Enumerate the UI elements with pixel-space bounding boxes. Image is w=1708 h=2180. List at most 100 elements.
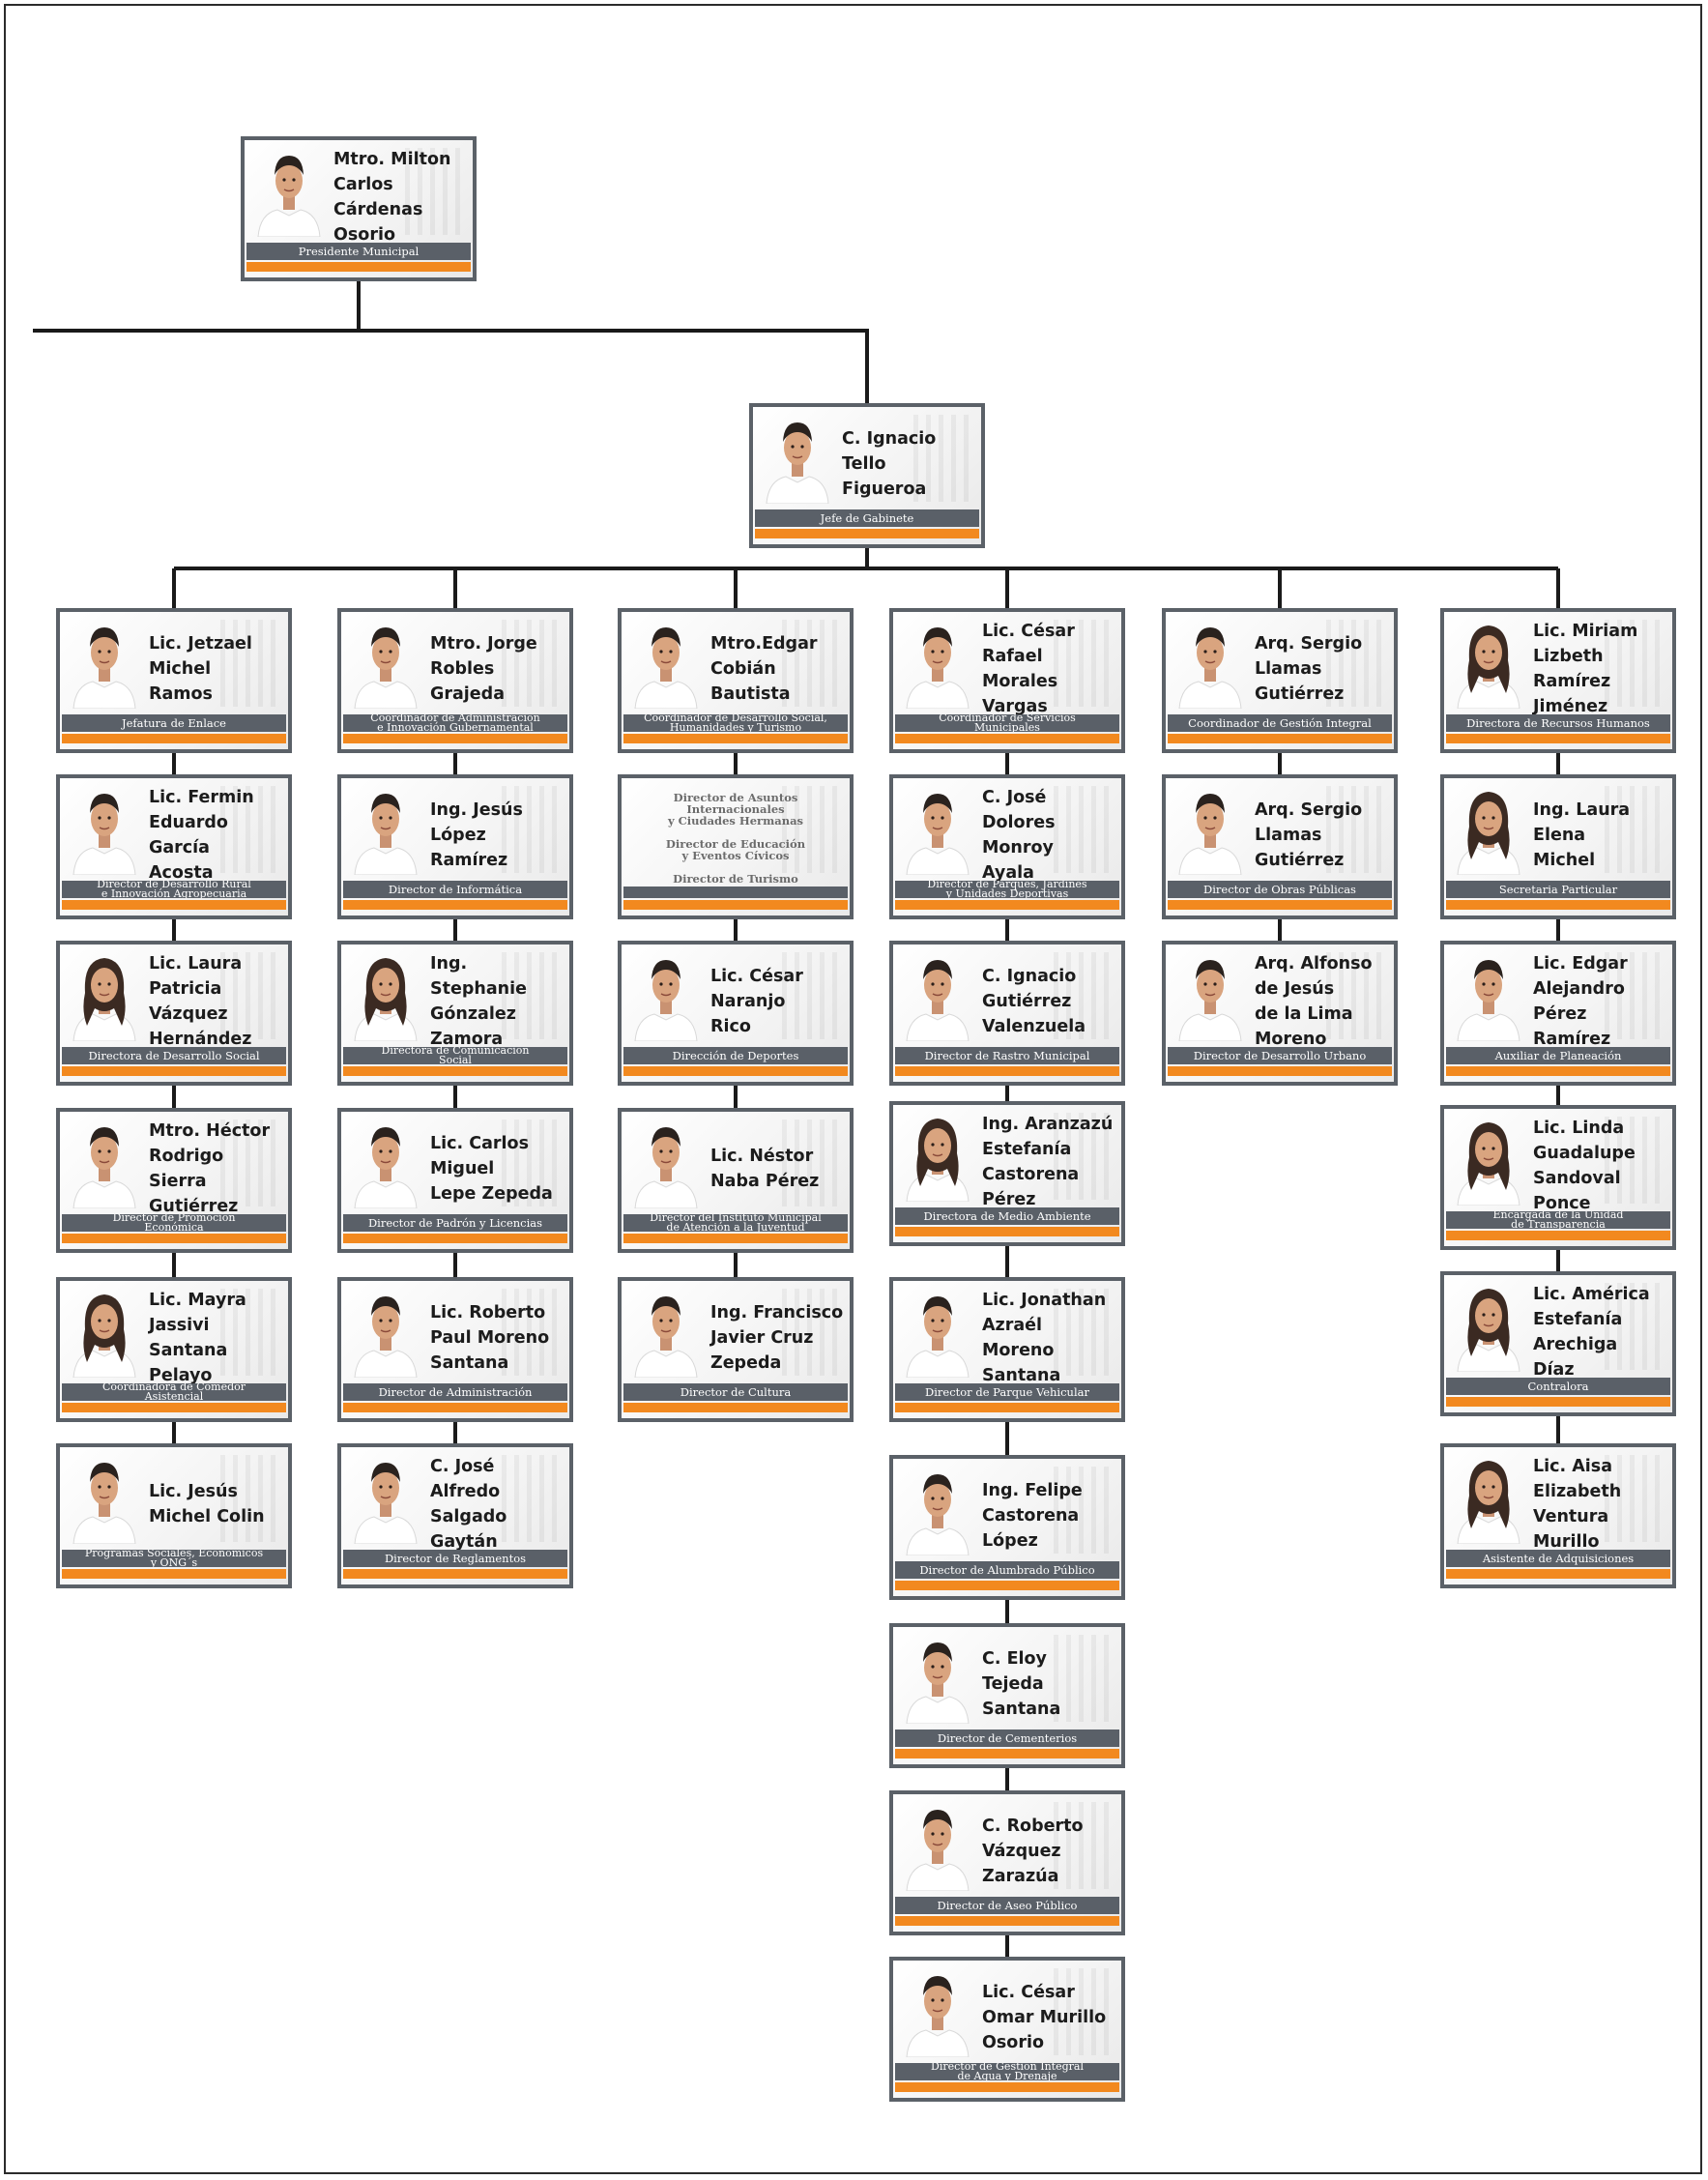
person-name: Lic. César Rafael Morales Vargas xyxy=(982,622,1075,716)
role-title: Asistente de Adquisiciones xyxy=(1446,1550,1670,1567)
portrait-photo xyxy=(1454,784,1523,875)
role-title: Director de Cementerios xyxy=(895,1729,1119,1747)
portrait-photo xyxy=(631,950,701,1041)
portrait-photo xyxy=(1454,1453,1523,1544)
accent-bar xyxy=(62,1403,286,1412)
person-name: Lic. Carlos Miguel Lepe Zepeda xyxy=(430,1134,553,1204)
role-title: Director de Desarrollo Rural e Innovació… xyxy=(62,881,286,898)
person-name: C. José Alfredo Salgado Gaytán xyxy=(430,1457,507,1552)
role-title: Director de Promoción Económica xyxy=(62,1214,286,1232)
role-title: Director de Desarrollo Urbano xyxy=(1168,1047,1392,1064)
portrait-photo xyxy=(351,618,420,709)
accent-bar xyxy=(1446,1231,1670,1240)
accent-bar xyxy=(895,1916,1119,1926)
role-title: Auxiliar de Planeación xyxy=(1446,1047,1670,1064)
person-name: Ing. Jesús López Ramírez xyxy=(430,800,523,870)
accent-bar xyxy=(895,1227,1119,1236)
card-role-list: Director de Asuntos Internacionales y Ci… xyxy=(625,791,846,885)
portrait-photo xyxy=(1175,950,1245,1041)
org-card-text-only: Director de Asuntos Internacionales y Ci… xyxy=(618,774,854,919)
role-title: Coordinador de Gestión Integral xyxy=(1168,714,1392,732)
person-name: Arq. Sergio Llamas Gutiérrez xyxy=(1255,800,1363,870)
role-title: Jefatura de Enlace xyxy=(62,714,286,732)
person-name: Lic. Fermin Eduardo García Acosta xyxy=(149,788,254,883)
portrait-photo xyxy=(70,1453,139,1544)
person-name: Mtro. Milton Carlos Cárdenas Osorio xyxy=(333,150,451,245)
person-name: Mtro. Jorge Robles Grajeda xyxy=(430,634,537,704)
role-title: Coordinador de Desarrollo Social, Humani… xyxy=(623,714,848,732)
portrait-photo xyxy=(903,1800,972,1891)
person-name: Ing. Francisco Javier Cruz Zepeda xyxy=(710,1303,844,1373)
person-name: C. Ignacio Gutiérrez Valenzuela xyxy=(982,967,1086,1036)
page-frame xyxy=(4,4,1702,2174)
portrait-photo xyxy=(351,950,420,1041)
role-title: Directora de Comunicación Social xyxy=(343,1047,567,1064)
portrait-photo xyxy=(903,1966,972,2057)
portrait-photo xyxy=(1454,618,1523,709)
person-name: Lic. Jonathan Azraél Moreno Santana xyxy=(982,1291,1107,1385)
role-title: Director de Cultura xyxy=(623,1383,848,1401)
person-name: C. Roberto Vázquez Zarazúa xyxy=(982,1817,1084,1886)
accent-bar xyxy=(343,1234,567,1243)
person-name: Lic. Néstor Naba Pérez xyxy=(710,1147,820,1191)
accent-bar xyxy=(755,529,979,538)
accent-bar xyxy=(1446,1066,1670,1076)
accent-bar xyxy=(895,1749,1119,1759)
role-title: Director del Instituto Municipal de Aten… xyxy=(623,1214,848,1232)
role-title: Director de Alumbrado Público xyxy=(895,1561,1119,1579)
accent-bar xyxy=(623,1234,848,1243)
role-line: Director de Asuntos Internacionales y Ci… xyxy=(667,791,804,828)
portrait-photo xyxy=(1175,784,1245,875)
role-title: Presidente Municipal xyxy=(246,243,471,260)
role-title: Directora de Medio Ambiente xyxy=(895,1207,1119,1225)
person-name: Mtro. Héctor Rodrigo Sierra Gutiérrez xyxy=(149,1121,271,1216)
portrait-photo xyxy=(351,1118,420,1208)
person-name: Arq. Alfonso de Jesús de la Lima Moreno xyxy=(1255,954,1373,1049)
person-name: C. José Dolores Monroy Ayala xyxy=(982,788,1056,883)
person-name: Arq. Sergio Llamas Gutiérrez xyxy=(1255,634,1363,704)
person-name: Ing. Aranzazú Estefanía Castorena Pérez xyxy=(982,1115,1114,1209)
accent-bar xyxy=(62,900,286,910)
accent-bar xyxy=(1446,900,1670,910)
accent-bar xyxy=(623,734,848,743)
person-name: Lic. César Omar Murillo Osorio xyxy=(982,1983,1107,2052)
accent-bar xyxy=(246,262,471,272)
accent-bar xyxy=(343,1569,567,1579)
role-title: Programas Sociales, Economicos y ONG´s xyxy=(62,1550,286,1567)
portrait-photo xyxy=(70,784,139,875)
person-name: Lic. Laura Patricia Vázquez Hernández xyxy=(149,954,252,1049)
portrait-photo xyxy=(631,1118,701,1208)
role-title: Director de Informática xyxy=(343,881,567,898)
accent-bar xyxy=(895,1403,1119,1412)
person-name: Mtro.Edgar Cobián Bautista xyxy=(710,634,818,704)
person-name: Lic. César Naranjo Rico xyxy=(710,967,803,1036)
role-title: Director de Rastro Municipal xyxy=(895,1047,1119,1064)
person-name: Lic. América Estefanía Arechiga Díaz xyxy=(1533,1285,1650,1380)
accent-bar xyxy=(623,1066,848,1076)
role-title: Director de Parque Vehicular xyxy=(895,1383,1119,1401)
role-title: Contralora xyxy=(1446,1378,1670,1395)
person-name: Lic. Aisa Elizabeth Ventura Murillo xyxy=(1533,1457,1622,1552)
person-name: Lic. Jetzael Michel Ramos xyxy=(149,634,252,704)
role-title: Director de Aseo Público xyxy=(895,1897,1119,1914)
role-title: Coordinador de Servicios Municipales xyxy=(895,714,1119,732)
portrait-photo xyxy=(351,1453,420,1544)
accent-bar xyxy=(343,734,567,743)
